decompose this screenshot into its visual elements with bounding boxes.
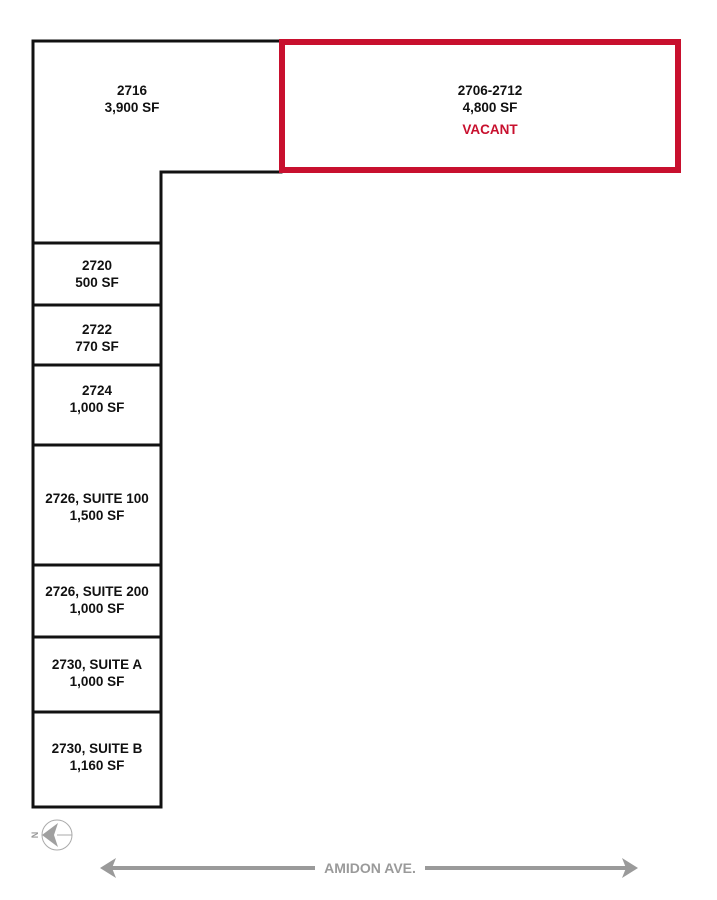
- street-arrow: AMIDON AVE.: [100, 858, 638, 878]
- unit-name: 2706-2712: [458, 83, 523, 98]
- unit-name: 2730, SUITE B: [52, 741, 143, 756]
- unit-2720[interactable]: 2720 500 SF: [75, 258, 119, 290]
- street-name: AMIDON AVE.: [324, 860, 416, 876]
- unit-size: 1,500 SF: [70, 508, 125, 523]
- unit-2724[interactable]: 2724 1,000 SF: [70, 383, 125, 415]
- north-label: N: [30, 832, 40, 839]
- unit-name: 2724: [82, 383, 113, 398]
- unit-2726-suite-200[interactable]: 2726, SUITE 200 1,000 SF: [45, 584, 149, 616]
- unit-size: 1,000 SF: [70, 674, 125, 689]
- arrow-right-icon: [622, 858, 638, 878]
- unit-size: 1,000 SF: [70, 601, 125, 616]
- unit-size: 500 SF: [75, 275, 119, 290]
- unit-2716[interactable]: 2716 3,900 SF: [105, 83, 160, 115]
- unit-name: 2720: [82, 258, 112, 273]
- unit-2730-suite-b[interactable]: 2730, SUITE B 1,160 SF: [52, 741, 143, 773]
- unit-size: 1,000 SF: [70, 400, 125, 415]
- unit-name: 2726, SUITE 100: [45, 491, 149, 506]
- unit-size: 770 SF: [75, 339, 119, 354]
- unit-name: 2730, SUITE A: [52, 657, 143, 672]
- unit-size: 4,800 SF: [463, 100, 518, 115]
- unit-2730-suite-a[interactable]: 2730, SUITE A 1,000 SF: [52, 657, 143, 689]
- vacant-badge: VACANT: [462, 122, 518, 137]
- unit-vacant[interactable]: 2706-2712 4,800 SF VACANT: [279, 39, 681, 173]
- building-outline: [31, 39, 283, 809]
- unit-2726-suite-100[interactable]: 2726, SUITE 100 1,500 SF: [45, 491, 149, 523]
- unit-2722[interactable]: 2722 770 SF: [75, 322, 119, 354]
- unit-dividers: [33, 241, 161, 714]
- unit-size: 3,900 SF: [105, 100, 160, 115]
- unit-name: 2716: [117, 83, 148, 98]
- unit-size: 1,160 SF: [70, 758, 125, 773]
- arrow-left-icon: [100, 858, 116, 878]
- unit-name: 2726, SUITE 200: [45, 584, 149, 599]
- unit-name: 2722: [82, 322, 112, 337]
- north-arrow-icon: N: [30, 819, 73, 851]
